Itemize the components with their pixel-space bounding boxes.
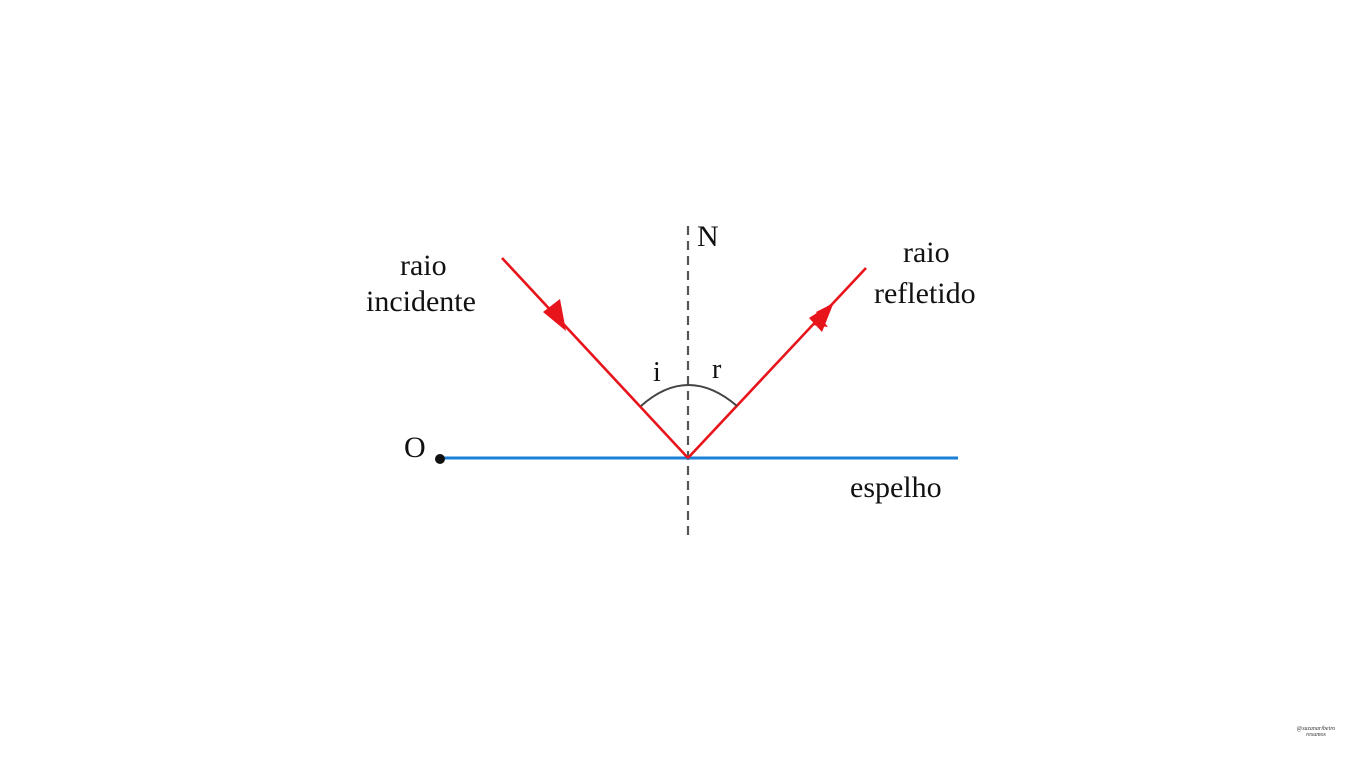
reflected-ray-arrowhead-fill <box>809 302 834 332</box>
reflected-ray <box>687 267 867 459</box>
watermark: @suzanaribeiro resumos <box>1292 726 1340 738</box>
origin-point <box>435 454 445 464</box>
watermark-line2: resumos <box>1306 732 1326 738</box>
angle-arc <box>640 384 738 407</box>
watermark-line1: @suzanaribeiro <box>1296 726 1336 732</box>
incident-label-line1: raio <box>400 249 447 282</box>
reflected-label-line1: raio <box>903 236 950 269</box>
origin-label: O <box>404 431 426 464</box>
normal-label: N <box>697 220 719 253</box>
incident-ray <box>501 257 689 459</box>
incident-ray-arrowhead <box>543 299 566 331</box>
angle-reflection-label: r <box>712 354 722 385</box>
angle-incidence-label: i <box>653 357 661 388</box>
mirror-label: espelho <box>850 471 942 504</box>
reflected-label-line2: refletido <box>874 277 976 310</box>
incident-label-line2: incidente <box>366 285 476 318</box>
